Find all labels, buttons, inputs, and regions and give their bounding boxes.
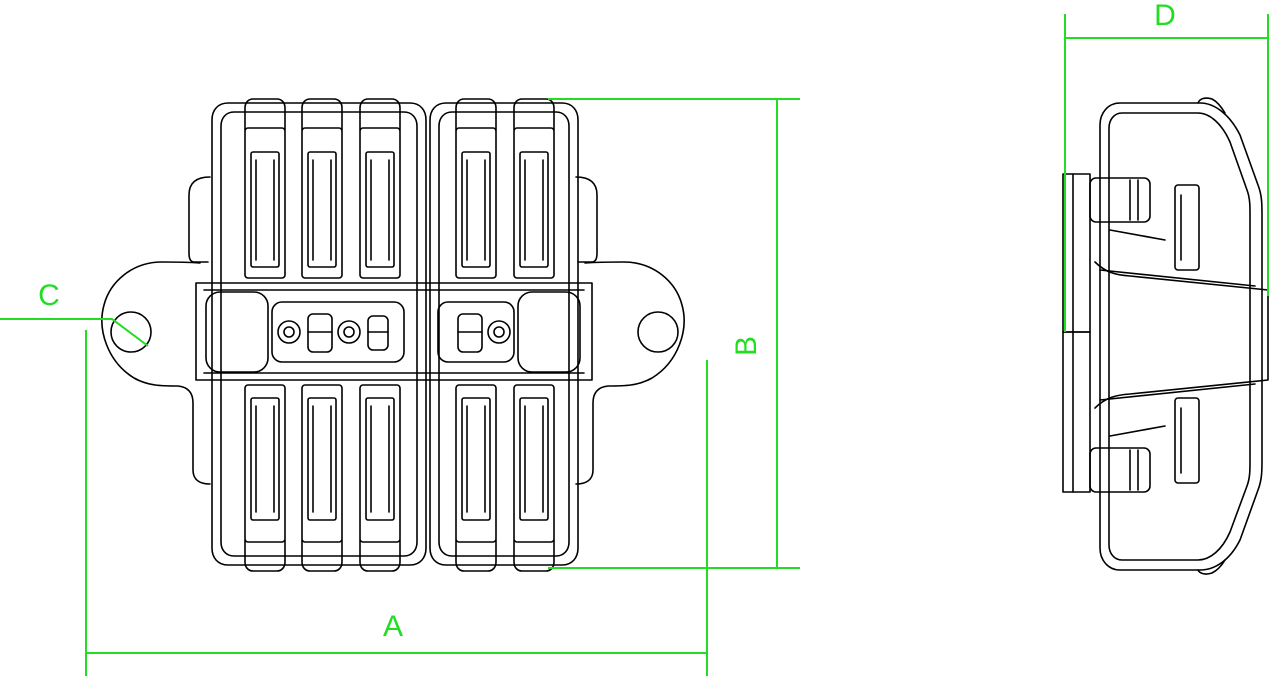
lever-top-cap	[244, 98, 286, 131]
dim-a-label: A	[383, 610, 403, 643]
lever-bottom	[455, 384, 497, 543]
lever-bottom-cap	[359, 539, 401, 572]
right-mounting-ear	[575, 261, 685, 485]
lever-top-cap	[301, 98, 343, 131]
lever-bottom-slot	[461, 397, 491, 521]
lever-bottom-slot	[307, 397, 337, 521]
side-body-inner	[1108, 112, 1251, 561]
lever-bottom-cap	[455, 539, 497, 572]
side-top-tab	[1197, 97, 1226, 114]
connector-side-view	[1062, 97, 1269, 575]
lever-bottom	[301, 384, 343, 543]
lever-bottom-cap	[244, 539, 286, 572]
center-window-left	[271, 301, 405, 363]
right-band-block	[517, 291, 581, 373]
side-mount-plate	[1062, 173, 1091, 333]
lever-top-slot	[519, 151, 549, 268]
lever-top-slot	[461, 151, 491, 268]
dimension-lines	[0, 14, 1269, 676]
lever-bottom-cap	[301, 539, 343, 572]
left-band-block	[205, 291, 269, 373]
center-window-right	[437, 301, 515, 363]
side-window	[1174, 184, 1200, 271]
lever-top-cap	[513, 98, 555, 131]
dim-b-label: B	[730, 336, 763, 356]
left-housing-outline	[211, 102, 427, 566]
lever-top-slot	[307, 151, 337, 268]
right-housing-outline	[429, 102, 579, 566]
side-mount-plate	[1062, 331, 1091, 493]
lever-group	[244, 98, 555, 572]
connector-front-view	[101, 98, 685, 572]
lever-top	[301, 127, 343, 279]
dim-c-leader	[0, 318, 149, 347]
test-point	[493, 326, 505, 338]
side-center-ridge-inner	[1099, 269, 1256, 401]
left-mounting-hole	[110, 311, 152, 353]
right-mounting-hole	[637, 311, 679, 353]
test-slot	[457, 313, 483, 353]
test-point	[277, 320, 301, 344]
central-band	[195, 282, 593, 381]
dim-d-label: D	[1154, 0, 1176, 32]
lever-bottom	[513, 384, 555, 543]
test-point	[337, 320, 361, 344]
side-body-outline	[1099, 102, 1263, 571]
test-point	[487, 320, 511, 344]
lever-top	[455, 127, 497, 279]
right-housing-inner	[438, 111, 570, 557]
test-point	[283, 326, 295, 338]
left-ear-inner	[188, 176, 211, 263]
lever-bottom-slot	[250, 397, 280, 521]
side-latch	[1089, 177, 1151, 223]
lever-bottom	[359, 384, 401, 543]
test-slot	[307, 313, 333, 353]
test-slot	[367, 315, 389, 351]
side-window	[1174, 397, 1200, 484]
lever-top-cap	[359, 98, 401, 131]
left-housing-inner	[220, 111, 418, 557]
side-bottom-tab	[1197, 559, 1226, 575]
lever-bottom-slot	[519, 397, 549, 521]
dim-c-label: C	[38, 279, 60, 312]
lever-top-slot	[365, 151, 395, 268]
left-mounting-ear	[101, 261, 211, 485]
side-latch	[1089, 447, 1151, 493]
lever-top-cap	[455, 98, 497, 131]
central-band-inner	[203, 289, 585, 374]
lever-bottom-cap	[513, 539, 555, 572]
lever-top	[513, 127, 555, 279]
right-ear-inner	[575, 176, 598, 263]
lever-top-slot	[250, 151, 280, 268]
lever-bottom	[244, 384, 286, 543]
lever-top	[359, 127, 401, 279]
test-point	[343, 326, 355, 338]
lever-top	[244, 127, 286, 279]
lever-bottom-slot	[365, 397, 395, 521]
